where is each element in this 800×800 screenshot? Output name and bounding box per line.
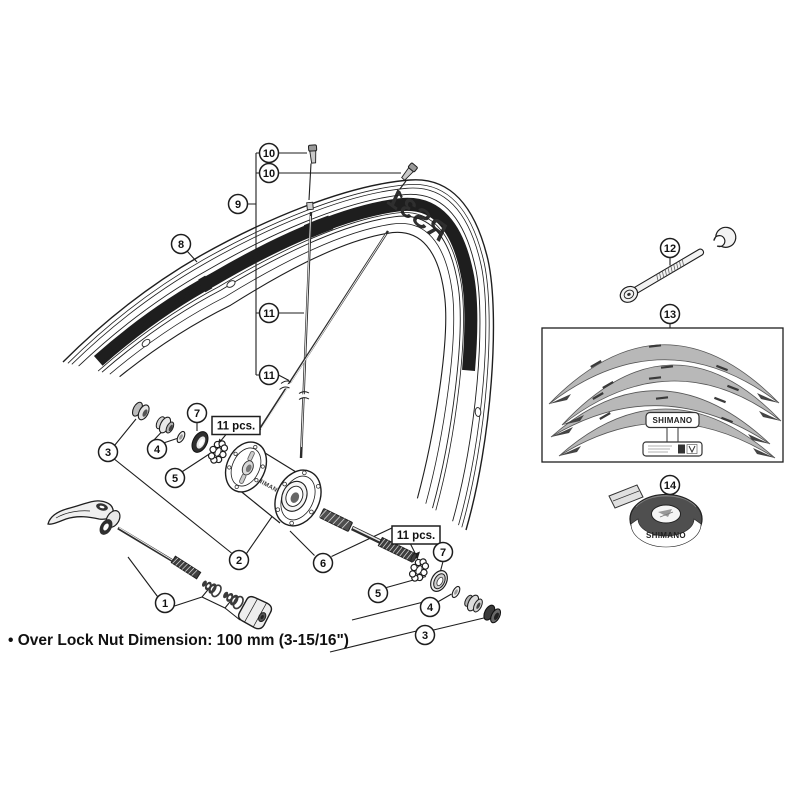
spoke-nipple-b <box>401 162 418 181</box>
callout-7-right: 7 <box>432 541 454 563</box>
locknut-right <box>483 604 502 624</box>
tape-side-band <box>630 518 702 548</box>
callout-3-right: 3 <box>414 624 436 646</box>
svg-text:7: 7 <box>440 547 446 559</box>
callout-1: 1 <box>154 592 176 614</box>
hub-assembly: SHIMANO <box>224 441 417 563</box>
rim-outer-edge <box>62 179 495 531</box>
svg-text:7: 7 <box>194 408 200 420</box>
quick-release-assembly <box>47 500 273 630</box>
ball-retainer-left <box>207 440 229 464</box>
decal-brand-label: SHIMANO <box>642 411 703 457</box>
qr-spring-2 <box>223 591 244 610</box>
spoke-nipple-a <box>307 144 318 164</box>
svg-text:11 pcs.: 11 pcs. <box>397 530 435 542</box>
wrench-open-end <box>713 226 737 248</box>
wheel-rim: RS31 <box>62 179 495 531</box>
svg-text:1: 1 <box>162 598 168 610</box>
seal-right <box>430 570 448 592</box>
qty-label-right: 11 pcs. <box>391 525 441 545</box>
tape-tail <box>608 484 644 509</box>
decal-logo-dashes <box>590 344 740 424</box>
footnote: • Over Lock Nut Dimension: 100 mm (3-15/… <box>8 632 349 649</box>
spoke-wrench <box>619 226 737 303</box>
callout-4-left: 4 <box>146 438 168 460</box>
svg-text:SHIMANO: SHIMANO <box>653 416 693 425</box>
decal-crescents <box>548 344 782 459</box>
washer-right <box>451 585 461 599</box>
callout-14: 14 <box>659 474 681 496</box>
callout-11-b: 11 <box>258 364 280 386</box>
callout-12: 12 <box>659 237 681 259</box>
rim-tape: SHIMANO <box>608 484 703 548</box>
svg-text:14: 14 <box>664 480 677 492</box>
spokes <box>256 201 390 459</box>
svg-text:10: 10 <box>263 148 275 160</box>
nipple-seat <box>306 201 314 211</box>
hub-left-flange <box>224 441 268 493</box>
rim-inner-edge <box>119 231 447 499</box>
svg-text:11 pcs.: 11 pcs. <box>217 421 255 433</box>
svg-text:2: 2 <box>236 555 242 567</box>
svg-text:4: 4 <box>154 444 161 456</box>
svg-text:9: 9 <box>235 199 241 211</box>
tape-brand-text: SHIMANO <box>646 531 686 540</box>
cone-right <box>464 594 483 613</box>
svg-text:10: 10 <box>263 168 275 180</box>
hub-right-flange <box>274 469 322 527</box>
callout-4-right: 4 <box>419 596 441 618</box>
callout-13: 13 <box>659 303 681 325</box>
callout-6: 6 <box>312 552 334 574</box>
svg-text:5: 5 <box>172 473 178 485</box>
locknut-left <box>131 401 150 421</box>
svg-text:6: 6 <box>320 558 326 570</box>
qr-adjusting-nut <box>237 595 273 630</box>
callout-9: 9 <box>227 193 249 215</box>
svg-text:3: 3 <box>422 630 428 642</box>
callout-3-left: 3 <box>97 441 119 463</box>
svg-text:4: 4 <box>427 602 434 614</box>
callout-10-b: 10 <box>258 162 280 184</box>
svg-text:11: 11 <box>263 308 275 320</box>
seal-left <box>191 431 209 453</box>
hub-axle <box>319 508 417 563</box>
svg-text:11: 11 <box>263 370 275 382</box>
svg-text:13: 13 <box>664 309 676 321</box>
ball-retainer-right <box>408 558 430 582</box>
rim-decal-streaks <box>88 203 472 516</box>
washer-left <box>176 430 186 444</box>
callout-2: 2 <box>228 549 250 571</box>
callout-5-left: 5 <box>164 467 186 489</box>
callout-10-a: 10 <box>258 142 280 164</box>
callout-11-a: 11 <box>258 302 280 324</box>
qr-skewer-thread <box>170 555 202 580</box>
qty-label-left: 11 pcs. <box>211 415 261 436</box>
callout-5-right: 5 <box>367 582 389 604</box>
svg-text:3: 3 <box>105 447 111 459</box>
decal-tip-accents <box>549 393 781 458</box>
callout-7-left: 7 <box>186 402 208 424</box>
rim-decal-sheet: SHIMANO <box>541 327 784 463</box>
qr-spring-1 <box>201 580 222 598</box>
svg-text:5: 5 <box>375 588 381 600</box>
cone-left <box>155 416 175 434</box>
rim-spoke-holes <box>141 280 482 417</box>
callout-8: 8 <box>170 233 192 255</box>
svg-text:12: 12 <box>664 243 676 255</box>
svg-text:8: 8 <box>178 239 184 251</box>
